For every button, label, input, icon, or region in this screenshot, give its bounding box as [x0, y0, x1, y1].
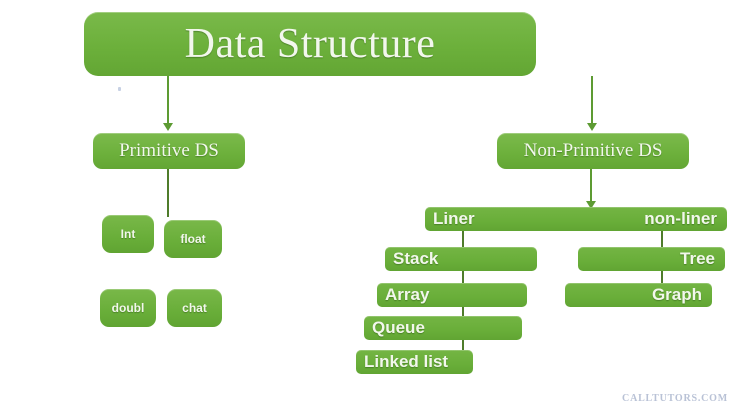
node-linear-category-label: Liner: [433, 209, 475, 228]
node-primitive-ds-label: Primitive DS: [119, 140, 219, 161]
connector-primitive-to-types: [167, 169, 169, 217]
arrowhead-non-primitive-to-categories: [586, 201, 596, 209]
node-non-linear-type-tree: Tree: [578, 247, 725, 271]
node-primitive-type-float-label: float: [180, 232, 206, 246]
node-non-primitive-ds: Non-Primitive DS: [497, 133, 689, 169]
arrowhead-title-to-non-primitive: [587, 123, 597, 131]
node-linear-type-queue: Queue: [364, 316, 522, 340]
watermark: CALLTUTORS.COM: [622, 393, 728, 404]
node-linear-type-queue-label: Queue: [372, 318, 425, 337]
connector-title-to-primitive: [167, 76, 169, 124]
node-non-linear-category-label: non-liner: [644, 209, 717, 228]
page-title: Data Structure: [184, 21, 436, 67]
node-non-linear-category: non-liner: [425, 207, 727, 231]
node-linear-type-stack: Stack: [385, 247, 537, 271]
node-primitive-type-int: Int: [102, 215, 154, 253]
connector-non-primitive-to-categories: [590, 169, 592, 205]
node-linear-type-array-label: Array: [385, 285, 430, 304]
image-speck-artifact: [118, 87, 121, 91]
diagram-title-node: Data Structure: [84, 12, 536, 76]
node-linear-type-stack-label: Stack: [393, 249, 439, 268]
node-linear-type-array: Array: [377, 283, 527, 307]
node-primitive-type-char-label: chat: [182, 301, 207, 315]
node-primitive-type-double: doubl: [100, 289, 156, 327]
node-primitive-type-double-label: doubl: [111, 301, 145, 315]
node-non-linear-type-tree-label: Tree: [680, 249, 715, 268]
node-primitive-type-char: chat: [167, 289, 222, 327]
node-linear-type-linked-list-label: Linked list: [364, 352, 449, 371]
connector-title-to-non-primitive: [591, 76, 593, 124]
node-linear-type-linked-list: Linked list: [356, 350, 473, 374]
node-non-primitive-ds-label: Non-Primitive DS: [523, 140, 663, 161]
node-linear-category: Liner: [425, 207, 727, 231]
node-primitive-ds: Primitive DS: [93, 133, 245, 169]
node-primitive-type-float: float: [164, 220, 222, 258]
node-primitive-type-int-label: Int: [120, 227, 136, 241]
node-non-linear-type-graph: Graph: [565, 283, 712, 307]
node-non-linear-type-graph-label: Graph: [651, 285, 702, 304]
arrowhead-title-to-primitive: [163, 123, 173, 131]
